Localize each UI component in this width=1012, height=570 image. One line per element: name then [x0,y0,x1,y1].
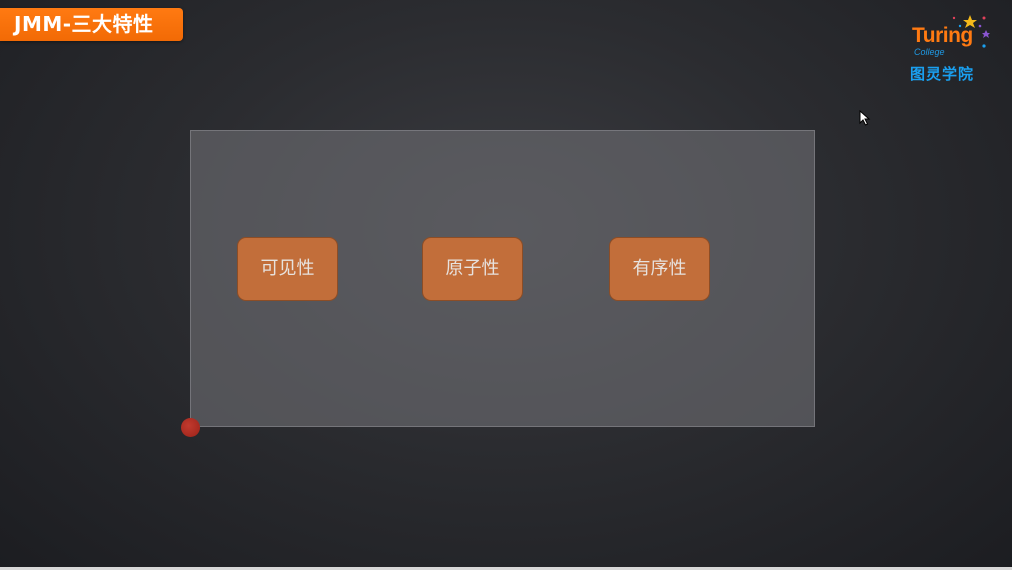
mouse-pointer-icon [859,110,871,126]
visibility-box: 可见性 [237,237,338,301]
slide-title: JMM-三大特性 [0,8,183,41]
bottom-edge-bar [0,567,1012,570]
ordering-box: 有序性 [609,237,710,301]
logo-cn-text: 图灵学院 [910,65,975,83]
content-panel: 可见性 原子性 有序性 [190,130,815,427]
atomicity-box: 原子性 [422,237,523,301]
laser-pointer-dot [181,418,200,437]
turing-college-logo: Turing College 图灵学院 [906,12,990,88]
logo-brand-text: Turing [912,24,973,47]
logo-sub-text: College [914,47,945,57]
logo-stars-icon [952,15,990,48]
